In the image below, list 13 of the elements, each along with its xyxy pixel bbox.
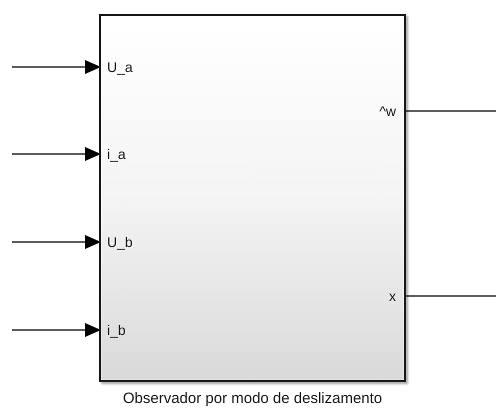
port-label: ^w bbox=[379, 103, 404, 119]
port-label: i_b bbox=[101, 322, 126, 338]
arrow bbox=[12, 60, 101, 74]
port-label: i_a bbox=[101, 146, 126, 162]
arrow bbox=[12, 323, 101, 337]
arrow bbox=[12, 147, 101, 161]
signal-line bbox=[404, 295, 496, 297]
port-label: U_b bbox=[101, 234, 133, 250]
block-caption: Observador por modo de deslizamento bbox=[122, 389, 384, 409]
arrow bbox=[12, 235, 101, 249]
signal-line bbox=[404, 110, 496, 112]
port-label: x bbox=[389, 288, 404, 304]
port-label: U_a bbox=[101, 59, 133, 75]
